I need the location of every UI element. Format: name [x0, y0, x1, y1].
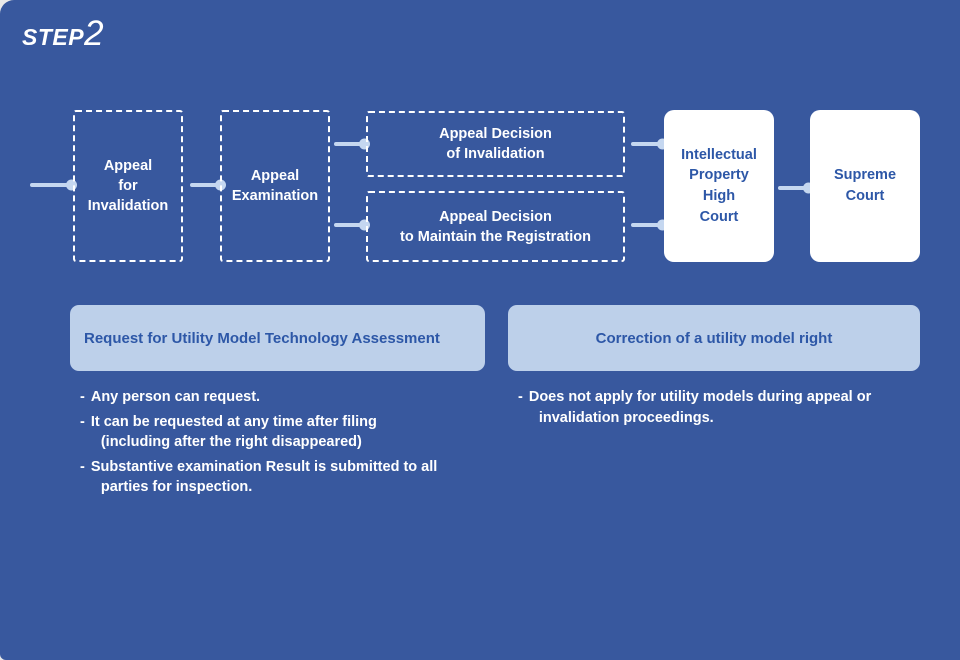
- connector-decision-invalidation-to-ip-high-court: [631, 142, 664, 146]
- connector-examination-to-decision-maintain: [334, 223, 366, 227]
- step-number: 2: [84, 14, 104, 53]
- section-notes-utility-model-technology-assessment: - Any person can request. - It can be re…: [80, 390, 510, 505]
- connector-examination-to-decision-invalidation: [334, 142, 366, 146]
- flow-node-appeal-decision-of-invalidation: Appeal Decision of Invalidation: [366, 111, 625, 177]
- section-title-utility-model-technology-assessment: Request for Utility Model Technology Ass…: [70, 305, 485, 371]
- note-item: - Substantive examination Result is subm…: [80, 458, 510, 501]
- flow-node-label: Appeal for Invalidation: [87, 158, 169, 214]
- note-text: Does not apply for utility models during…: [528, 389, 872, 426]
- section-title-text: Request for Utility Model Technology Ass…: [84, 329, 440, 347]
- note-text: Any person can request.: [90, 389, 261, 405]
- note-item: - Does not apply for utility models duri…: [518, 390, 938, 431]
- note-dash: -: [80, 389, 85, 405]
- section-notes-correction-of-utility-model-right: - Does not apply for utility models duri…: [518, 390, 938, 435]
- flow-node-label: Intellectual Property High Court: [681, 146, 757, 225]
- note-dash: -: [80, 458, 85, 475]
- note-dash: -: [80, 413, 85, 430]
- flow-node-label: Appeal Decision of Invalidation: [439, 126, 552, 162]
- section-title-correction-of-utility-model-right: Correction of a utility model right: [508, 305, 920, 371]
- flow-node-appeal-for-invalidation: Appeal for Invalidation: [73, 110, 183, 262]
- note-item: - Any person can request.: [80, 390, 510, 411]
- section-title-text: Correction of a utility model right: [595, 329, 833, 347]
- flow-node-ip-high-court: Intellectual Property High Court: [664, 110, 774, 262]
- connector-entry-to-appeal-for-invalidation: [30, 183, 73, 187]
- flow-node-supreme-court: Supreme Court: [810, 110, 920, 262]
- step-label: STEP: [22, 24, 85, 50]
- flow-node-label: Appeal Decision to Maintain the Registra…: [400, 208, 591, 245]
- flow-node-label: Appeal Examination: [231, 168, 319, 204]
- step-title: STEP2: [22, 14, 104, 54]
- connector-ip-high-court-to-supreme-court: [778, 186, 810, 190]
- note-text: It can be requested at any time after fi…: [90, 413, 377, 450]
- note-dash: -: [518, 389, 523, 405]
- note-item: - It can be requested at any time after …: [80, 413, 510, 456]
- flow-node-label: Supreme Court: [833, 167, 897, 204]
- connector-decision-maintain-to-ip-high-court: [631, 223, 664, 227]
- connector-appeal-for-invalidation-to-examination: [190, 183, 222, 187]
- flow-node-appeal-examination: Appeal Examination: [220, 110, 330, 262]
- note-text: Substantive examination Result is submit…: [90, 458, 438, 495]
- flow-node-appeal-decision-to-maintain-the-registration: Appeal Decision to Maintain the Registra…: [366, 191, 625, 262]
